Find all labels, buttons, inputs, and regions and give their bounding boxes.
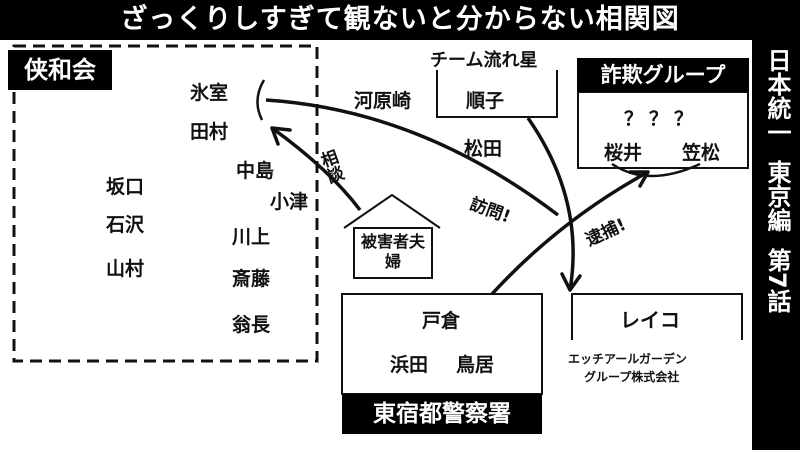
victims-label: 被害者夫婦 (360, 232, 425, 271)
reiko-company-2: グループ株式会社 (584, 370, 680, 384)
episode-number: 第7話 (763, 248, 791, 313)
consult-arrow (270, 126, 362, 212)
fraud-box (577, 91, 749, 169)
show-title: 日本統一 (763, 48, 791, 144)
member-saito: 斎藤 (232, 268, 271, 290)
junko-reiko-arrow (526, 117, 575, 291)
arc-title: 東京編 (763, 160, 791, 232)
member-kasamatsu: 笠松 (682, 142, 721, 164)
member-hamada: 浜田 (390, 354, 429, 376)
kyowa-area (12, 44, 319, 363)
victims-house (353, 227, 433, 279)
member-nakajima: 中島 (236, 160, 275, 182)
fraud-bracket (611, 162, 701, 178)
arrest-arrow (490, 170, 649, 296)
member-himuro: 氷室 (190, 82, 229, 104)
police-label: 東宿都警察署 (342, 394, 542, 434)
member-sakurai: 桜井 (604, 142, 643, 164)
reiko-company: エッチアールガーデン (568, 352, 687, 366)
member-sakaguchi: 坂口 (106, 176, 145, 198)
kyowa-label: 侠和会 (8, 50, 112, 90)
member-kotsu: 小津 (270, 191, 309, 213)
episode-sidebar (752, 40, 800, 450)
member-yamamura: 山村 (106, 258, 145, 280)
member-tokura: 戸倉 (422, 310, 461, 332)
reiko-label: レイコ (620, 308, 680, 332)
member-matsuda: 松田 (464, 138, 503, 160)
member-kawarazaki: 河原崎 (354, 90, 412, 112)
reiko-box (571, 293, 743, 340)
member-junko: 順子 (466, 90, 505, 112)
fraud-label: 詐欺グループ (577, 58, 749, 92)
member-torii: 鳥居 (456, 354, 495, 376)
member-onaga: 翁長 (232, 314, 271, 336)
page-title: ざっくりしすぎて観ないと分からない相関図 (0, 0, 800, 40)
member-tamura: 田村 (190, 121, 229, 143)
visit-line (265, 98, 560, 217)
victims-roof (343, 193, 441, 229)
comet-box (436, 70, 558, 118)
comet-label: チーム流れ星 (430, 50, 538, 71)
member-kawakami: 川上 (232, 226, 271, 248)
fraud-unknown: ？？？ (624, 108, 700, 130)
member-ishizawa: 石沢 (106, 214, 145, 236)
hyoshitsu-bracket (256, 79, 266, 121)
